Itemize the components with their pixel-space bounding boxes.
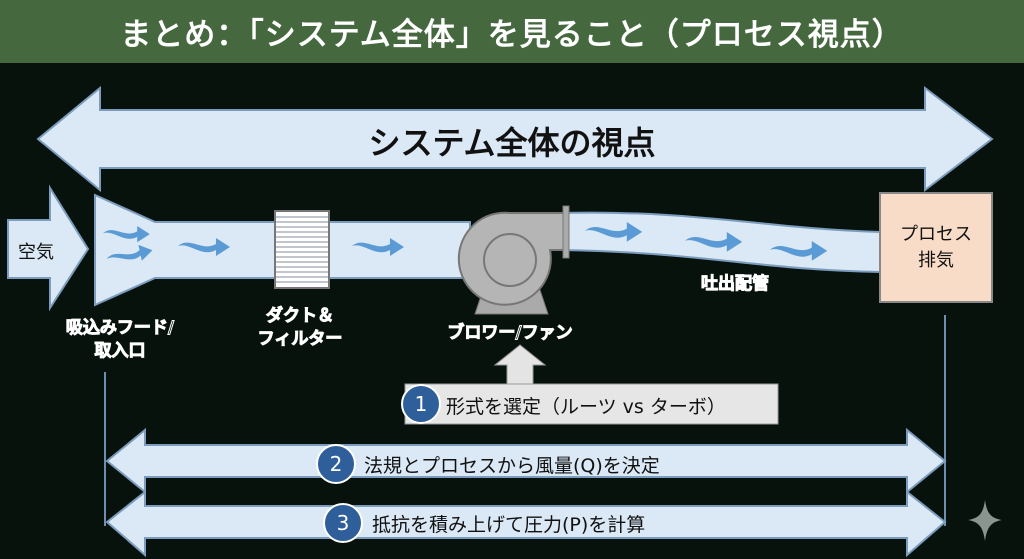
step-2-double-arrow <box>105 427 947 495</box>
discharge-label: 吐出配管 <box>701 274 770 295</box>
step-1-badge <box>401 384 441 424</box>
step-1-number: 1 <box>414 392 428 416</box>
page-title: まとめ：「システム全体」を見ること（プロセス視点） <box>120 17 904 53</box>
sparkle-icon <box>968 500 1002 541</box>
hood-label: 吸込みフード/取入口 <box>65 318 175 362</box>
blower-fan-icon <box>457 205 570 315</box>
system-view-label: システム全体の視点 <box>368 124 656 162</box>
header-bar: まとめ：「システム全体」を見ること（プロセス視点） <box>0 0 1024 63</box>
filter-icon <box>274 210 330 289</box>
step-2-number: 2 <box>329 452 343 476</box>
step-1-box <box>404 383 779 425</box>
process-exhaust-label: プロセス排気 <box>900 224 972 271</box>
step-3-badge <box>323 503 363 543</box>
system-double-arrow <box>36 85 994 193</box>
step-1-text: 形式を選定（ルーツ vs ターボ） <box>446 396 726 418</box>
air-label: 空気 <box>18 242 54 263</box>
step-2-badge <box>316 444 356 484</box>
step-2-text: 法規とプロセスから風量(Q)を決定 <box>364 455 660 477</box>
process-exhaust-box <box>879 192 993 303</box>
step-3-number: 3 <box>336 511 350 535</box>
step-3-double-arrow <box>105 489 947 558</box>
air-arrow <box>7 184 90 312</box>
step-3-text: 抵抗を積み上げて圧力(P)を計算 <box>372 514 646 536</box>
fan-label: ブロワー/ファン <box>447 323 573 344</box>
duct-filter-label: ダクト＆フィルター <box>257 306 343 350</box>
select-up-arrow <box>493 344 547 386</box>
